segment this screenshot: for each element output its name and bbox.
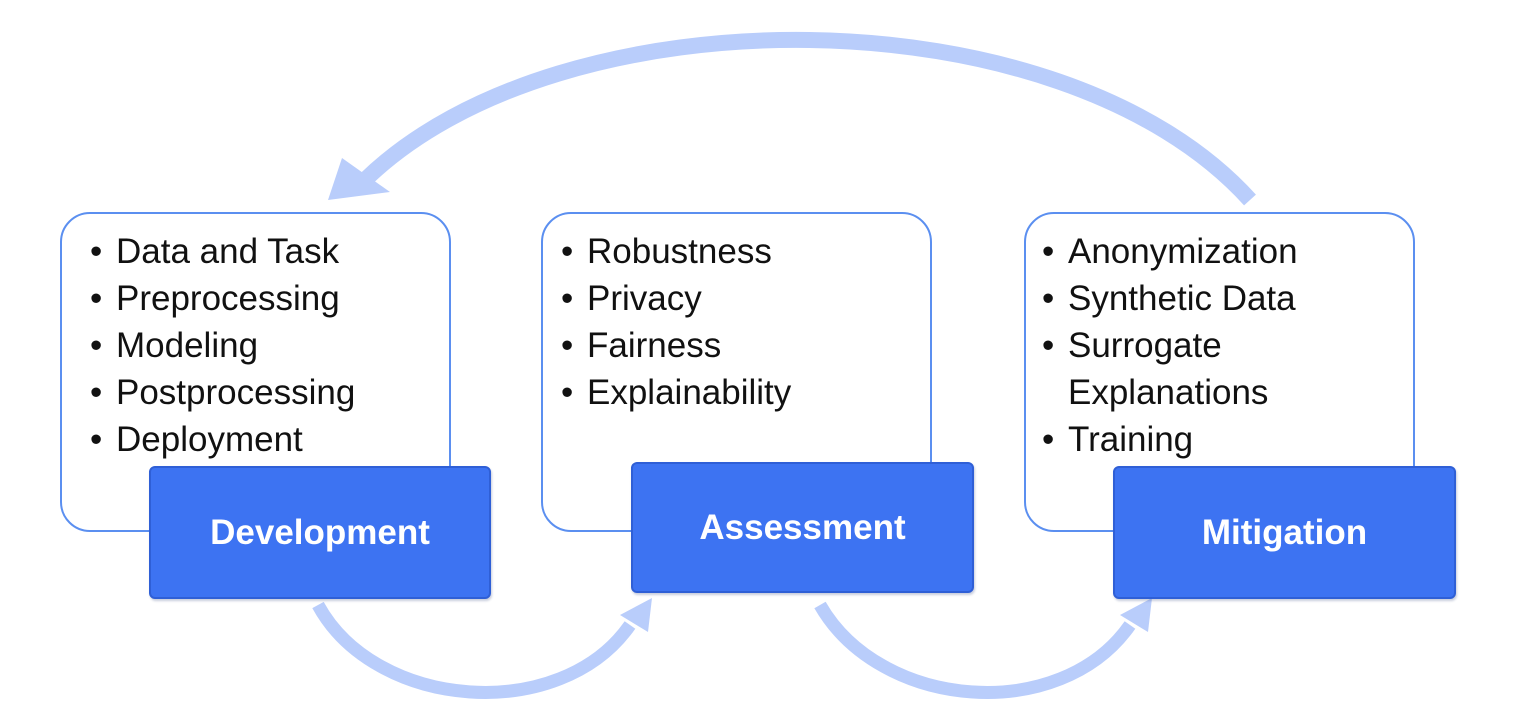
list-item: Preprocessing — [90, 275, 355, 322]
development-items: Data and Task Preprocessing Modeling Pos… — [90, 228, 355, 463]
assessment-items: Robustness Privacy Fairness Explainabili… — [561, 228, 791, 416]
assessment-to-mitigation-arrow-head — [1120, 598, 1152, 632]
development-label: Development — [149, 466, 491, 599]
list-item: Modeling — [90, 322, 355, 369]
list-item: Privacy — [561, 275, 791, 322]
list-item: Synthetic Data — [1042, 275, 1298, 322]
dev-to-assessment-arrow-head — [620, 598, 652, 632]
list-item: Training — [1042, 416, 1298, 463]
development-panel: Data and Task Preprocessing Modeling Pos… — [60, 212, 451, 532]
mitigation-items: Anonymization Synthetic Data Surrogate E… — [1042, 228, 1298, 463]
list-item-continuation: Explanations — [1068, 373, 1269, 412]
feedback-arrow-head — [328, 158, 390, 200]
list-item: Deployment — [90, 416, 355, 463]
assessment-label: Assessment — [631, 462, 974, 593]
dev-to-assessment-arrow-shaft — [312, 601, 636, 699]
list-item: Surrogate — [1042, 322, 1298, 369]
list-item: Fairness — [561, 322, 791, 369]
list-item: Explainability — [561, 369, 791, 416]
list-item: Postprocessing — [90, 369, 355, 416]
list-item: Data and Task — [90, 228, 355, 275]
list-item: Anonymization — [1042, 228, 1298, 275]
list-item: Robustness — [561, 228, 791, 275]
feedback-arrow-shaft — [359, 31, 1256, 206]
mitigation-label: Mitigation — [1113, 466, 1456, 599]
assessment-to-mitigation-arrow-shaft — [814, 601, 1136, 699]
